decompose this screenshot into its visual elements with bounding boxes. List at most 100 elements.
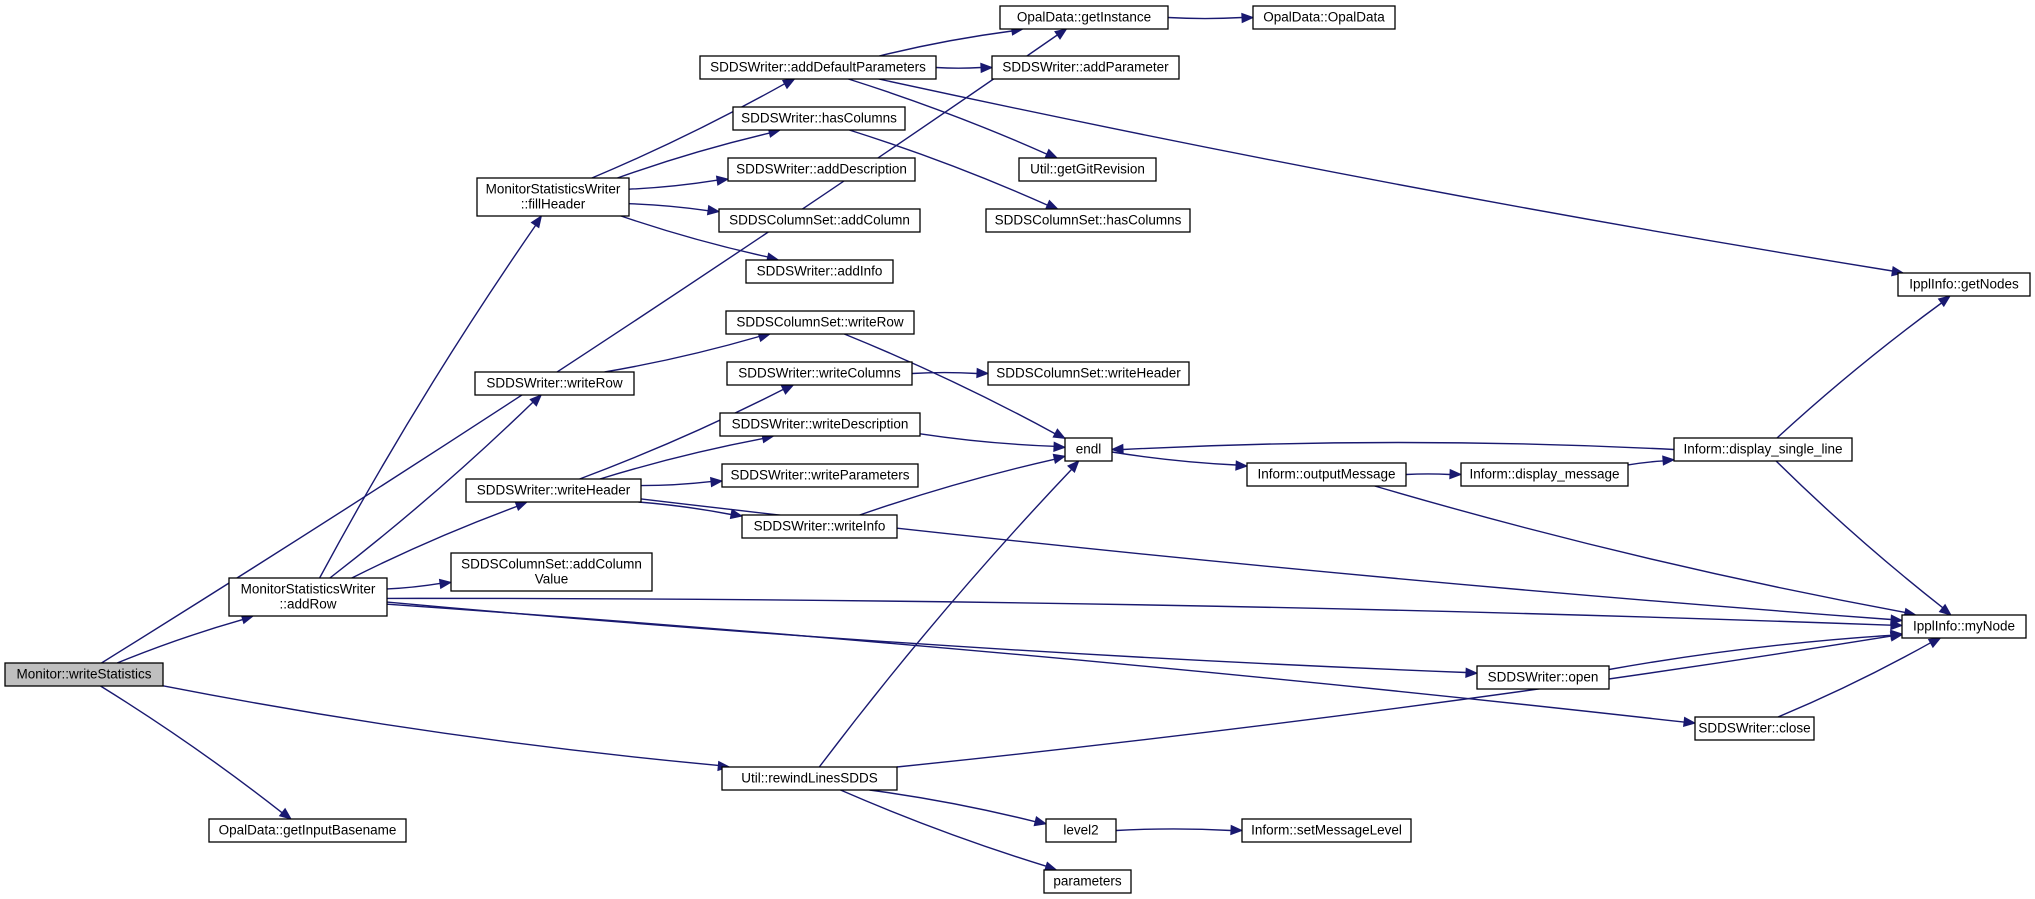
node-add-parameter[interactable]: SDDSWriter::addParameter — [991, 55, 1180, 80]
node-rewind[interactable]: Util::rewindLinesSDDS — [721, 766, 898, 791]
node-box[interactable] — [725, 310, 915, 335]
edge-line — [101, 34, 1058, 664]
node-box[interactable] — [1673, 437, 1853, 462]
edge-line — [1374, 485, 1906, 614]
edge-arrowhead — [781, 78, 796, 90]
edge-line — [116, 618, 243, 664]
node-add-info[interactable]: SDDSWriter::addInfo — [745, 259, 894, 284]
edge-n_addDefParams-to-n_addParameter — [935, 62, 994, 74]
edge-line — [859, 458, 1055, 516]
node-get-nodes[interactable]: IpplInfo::getNodes — [1897, 272, 2031, 297]
node-col-write-row[interactable]: SDDSColumnSet::writeRow — [725, 310, 915, 335]
node-box[interactable] — [474, 371, 635, 396]
node-endl[interactable]: endl — [1064, 437, 1113, 462]
node-box[interactable] — [465, 478, 642, 503]
node-box[interactable] — [741, 514, 898, 539]
edge-line — [848, 78, 1048, 155]
edge-n_addRow-to-n_close — [386, 603, 1697, 727]
node-box[interactable] — [999, 5, 1169, 30]
node-box[interactable] — [732, 106, 906, 131]
node-box[interactable] — [1018, 157, 1157, 182]
node-add-def-params[interactable]: SDDSWriter::addDefaultParameters — [699, 55, 937, 80]
edge-line — [919, 433, 1055, 447]
edge-arrowhead — [1938, 603, 1952, 616]
edge-arrowhead — [1465, 667, 1479, 679]
node-box[interactable] — [228, 577, 388, 617]
node-label: SDDSWriter::addInfo — [757, 264, 883, 279]
node-write-row[interactable]: SDDSWriter::writeRow — [474, 371, 635, 396]
node-col-has-columns[interactable]: SDDSColumnSet::hasColumns — [985, 208, 1191, 233]
node-box[interactable] — [987, 361, 1190, 386]
node-box[interactable] — [1043, 869, 1132, 894]
node-set-msg-level[interactable]: Inform::setMessageLevel — [1241, 818, 1412, 843]
node-layer: Monitor::writeStatistics OpalData::getIns… — [4, 5, 2031, 894]
node-box[interactable] — [726, 361, 913, 386]
node-box[interactable] — [985, 208, 1191, 233]
node-write-columns[interactable]: SDDSWriter::writeColumns — [726, 361, 913, 386]
node-my-node[interactable]: IpplInfo::myNode — [1901, 614, 2027, 639]
edge-arrowhead — [706, 204, 721, 216]
edge-n_addRow-to-n_colAddColumnValue — [386, 578, 453, 590]
node-add-row[interactable]: MonitorStatisticsWriter::addRow — [228, 577, 388, 617]
edge-n_close-to-n_myNode — [1777, 637, 1942, 718]
node-box[interactable] — [4, 662, 164, 687]
node-write-info[interactable]: SDDSWriter::writeInfo — [741, 514, 898, 539]
node-box[interactable] — [719, 412, 921, 437]
node-box[interactable] — [727, 157, 916, 182]
node-get-input-basename[interactable]: OpalData::getInputBasename — [208, 818, 407, 843]
node-open[interactable]: SDDSWriter::open — [1476, 665, 1610, 690]
node-root[interactable]: Monitor::writeStatistics — [4, 662, 164, 687]
node-box[interactable] — [1246, 462, 1407, 487]
edge-n_addDefParams-to-n_getInstance — [879, 25, 1025, 57]
node-write-parameters[interactable]: SDDSWriter::writeParameters — [721, 463, 919, 488]
node-box[interactable] — [1476, 665, 1610, 690]
node-box[interactable] — [1897, 272, 2031, 297]
node-opal-data[interactable]: OpalData::OpalData — [1252, 5, 1396, 30]
node-display-message[interactable]: Inform::display_message — [1460, 462, 1629, 487]
node-box[interactable] — [1064, 437, 1113, 462]
edge-line — [1775, 460, 1944, 609]
node-box[interactable] — [1460, 462, 1629, 487]
node-label: endl — [1076, 442, 1102, 457]
node-box[interactable] — [1241, 818, 1412, 843]
edge-n_rewind-to-n_level2 — [869, 789, 1048, 827]
node-close[interactable]: SDDSWriter::close — [1694, 716, 1815, 741]
node-label: SDDSWriter::writeColumns — [738, 366, 901, 381]
edge-line — [329, 401, 534, 579]
node-box[interactable] — [1252, 5, 1396, 30]
node-col-add-column[interactable]: SDDSColumnSet::addColumn — [718, 208, 921, 233]
node-box[interactable] — [721, 766, 898, 791]
edge-n_outputMessage-to-n_displayMessage — [1405, 468, 1463, 480]
node-box[interactable] — [208, 818, 407, 843]
node-box[interactable] — [1045, 818, 1117, 843]
node-box[interactable] — [745, 259, 894, 284]
node-write-header[interactable]: SDDSWriter::writeHeader — [465, 478, 642, 503]
node-write-description[interactable]: SDDSWriter::writeDescription — [719, 412, 921, 437]
node-label: Monitor::writeStatistics — [16, 667, 151, 682]
node-box[interactable] — [991, 55, 1180, 80]
node-add-description[interactable]: SDDSWriter::addDescription — [727, 157, 916, 182]
edge-line — [1608, 634, 1892, 671]
node-box[interactable] — [721, 463, 919, 488]
node-display-single[interactable]: Inform::display_single_line — [1673, 437, 1853, 462]
edge-n_rewind-to-n_myNode — [896, 631, 1904, 768]
node-box[interactable] — [450, 552, 653, 592]
node-get-instance[interactable]: OpalData::getInstance — [999, 5, 1169, 30]
node-level2[interactable]: level2 — [1045, 818, 1117, 843]
node-box[interactable] — [1901, 614, 2027, 639]
node-col-write-header[interactable]: SDDSColumnSet::writeHeader — [987, 361, 1190, 386]
node-box[interactable] — [1694, 716, 1815, 741]
node-git-rev[interactable]: Util::getGitRevision — [1018, 157, 1157, 182]
node-box[interactable] — [476, 177, 630, 217]
edge-n_displaySingle-to-n_getNodes — [1776, 295, 1952, 439]
node-box[interactable] — [699, 55, 937, 80]
edge-line — [386, 603, 1685, 723]
edge-arrowhead — [529, 394, 543, 407]
node-parameters[interactable]: parameters — [1043, 869, 1132, 894]
node-box[interactable] — [718, 208, 921, 233]
node-output-message[interactable]: Inform::outputMessage — [1246, 462, 1407, 487]
edge-line — [386, 597, 1892, 626]
node-fill-header[interactable]: MonitorStatisticsWriter::fillHeader — [476, 177, 630, 217]
node-has-columns[interactable]: SDDSWriter::hasColumns — [732, 106, 906, 131]
